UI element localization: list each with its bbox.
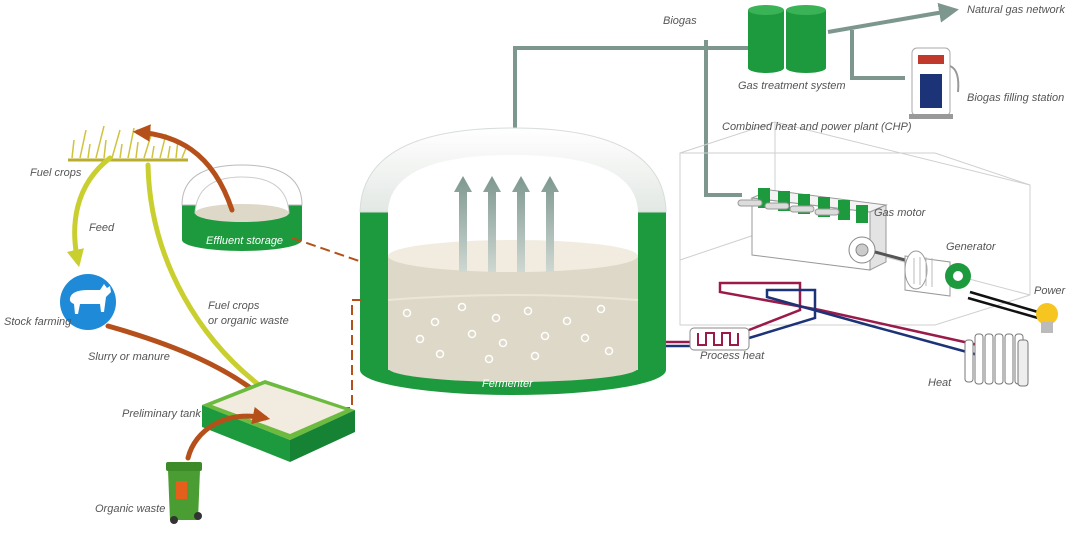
- stock-farming-label: Stock farming: [4, 316, 72, 328]
- gas-pipes: [513, 2, 959, 197]
- bulb-icon: [1036, 303, 1058, 333]
- power-label: Power: [1034, 285, 1067, 297]
- organic-waste-label: Organic waste: [95, 503, 165, 515]
- gas-treatment-system-label: Gas treatment system: [738, 80, 846, 92]
- heat-exchanger-icon: [689, 327, 750, 351]
- radiator-icon: [964, 333, 1029, 387]
- process-heat-label: Process heat: [700, 350, 765, 362]
- dashed-flows: [291, 237, 363, 409]
- waste-bin-icon: [166, 462, 202, 524]
- fuel-crops-grass: [68, 125, 188, 162]
- filling-station-pipe: [850, 30, 905, 80]
- gas-rising-arrows: [454, 176, 559, 272]
- preliminary-tank: [202, 380, 355, 462]
- natural-gas-network-label: Natural gas network: [967, 4, 1065, 16]
- gas-motor-icon: [737, 188, 906, 271]
- fuel-crops-to-tank-arrow: [145, 162, 279, 399]
- slurry-or-manure-label: Slurry or manure: [88, 351, 170, 363]
- effluent-storage: Effluent storage: [181, 164, 303, 251]
- natural-gas-pipe: [827, 2, 959, 34]
- biogas-pipe: [513, 46, 752, 130]
- preliminary-tank-label: Preliminary tank: [122, 408, 201, 420]
- heat-label: Heat: [928, 377, 952, 389]
- fuel-pump-icon: [909, 47, 960, 119]
- goat-icon: [60, 274, 116, 330]
- labels: Biogas Natural gas network Gas treatment…: [4, 4, 1067, 515]
- waste-to-tank-arrow: [185, 407, 271, 461]
- feed-label: Feed: [89, 222, 115, 234]
- generator-label: Generator: [946, 241, 997, 253]
- fuel-crops-or-organic-waste-label-line1: Fuel crops: [208, 300, 260, 312]
- fermenter: Fermenter: [359, 127, 667, 395]
- gas-motor-label: Gas motor: [874, 207, 927, 219]
- heat-pipes: [666, 281, 1039, 357]
- fermenter-bubbles: [402, 302, 614, 364]
- effluent-storage-label: Effluent storage: [206, 235, 283, 247]
- biogas-label: Biogas: [663, 15, 697, 27]
- fuel-crops-or-organic-waste-label-line2: or organic waste: [208, 315, 289, 327]
- feed-arrow: [66, 155, 113, 268]
- effluent-to-crops-arrow: [132, 124, 235, 213]
- chp-feed-pipe: [704, 40, 742, 197]
- fuel-crops-label: Fuel crops: [30, 167, 82, 179]
- biogas-filling-station-label: Biogas filling station: [967, 92, 1064, 104]
- generator-icon: [904, 250, 971, 297]
- gas-tank-icon: [748, 5, 826, 73]
- chp-label: Combined heat and power plant (CHP): [722, 121, 912, 133]
- fermenter-label: Fermenter: [482, 378, 534, 390]
